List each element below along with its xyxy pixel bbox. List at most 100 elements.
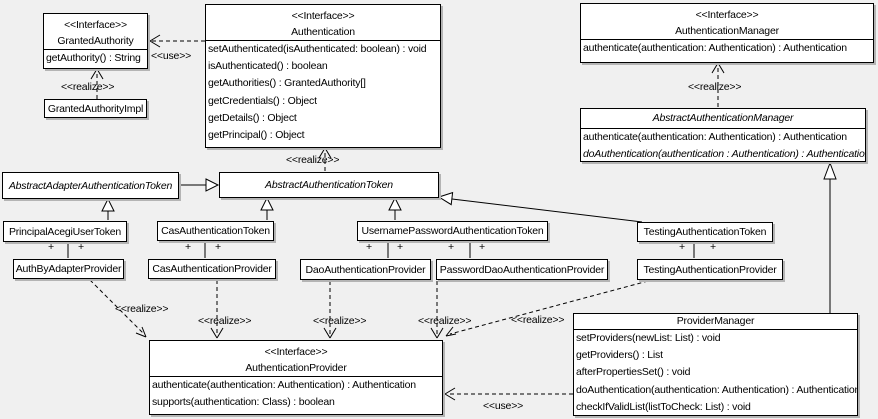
method: getCredentials() : Object [208,94,317,107]
class-abstract-authentication-manager[interactable]: AbstractAuthenticationManager authentica… [580,108,866,162]
edge-gen-principaltoken-abstractadapter [101,197,115,220]
stereotype-label: <<Interface>> [695,9,759,21]
method: setProviders(newList: List) : void [576,332,721,344]
association-end-plus: + [48,241,54,253]
edge-gen-abstractadapter-abstracttoken [179,178,220,192]
class-header: <<Interface>> Authentication [206,5,440,40]
method: getAuthorities() : GrantedAuthority[] [208,77,366,90]
edge-gen-castoken-abstracttoken [260,196,274,220]
edge-realize-abstractauthenticationmanager-authenticationmanager [711,62,725,107]
edge-label-realize: <<realize>> [313,315,367,327]
class-name: GrantedAuthority [57,35,134,47]
edge-label-realize: <<realize>> [61,81,115,93]
edge-label-use: <<use>> [483,400,524,412]
edge-label-realize: <<realize>> [418,315,472,327]
edge-label-realize: <<realize>> [688,81,742,93]
edge-label-realize: <<realize>> [511,314,565,326]
class-authentication[interactable]: <<Interface>> Authentication setAuthenti… [205,4,441,148]
class-name: AuthenticationManager [675,25,779,37]
association-end-plus: + [185,241,191,253]
methods-compartment: authenticate(authentication: Authenticat… [150,376,442,411]
class-principal-acegi-user-token[interactable]: PrincipalAcegiUserToken [3,221,127,242]
edge-gen-providermanager-abstractauthenticationmanager [823,161,837,313]
method: getDetails() : Object [208,111,297,124]
stereotype-label: <<Interface>> [64,19,127,31]
method: afterPropertiesSet() : void [576,366,691,379]
edge-realize-authbyadapter-authenticationprovider [89,279,147,338]
method: supports(authentication: Class) : boolea… [152,396,335,409]
edge-realize-daoprovider-authenticationprovider [323,281,337,339]
methods-compartment: getAuthority() : String [44,49,147,67]
stereotype-label: <<Interface>> [291,10,355,22]
method: isAuthenticated() : boolean [208,60,328,73]
edge-label-realize: <<realize>> [115,303,169,315]
class-name: DaoAuthenticationProvider [305,263,426,276]
class-header: <<Interface>> AuthenticationProvider [150,341,442,376]
class-granted-authority-impl[interactable]: GrantedAuthorityImpl [44,99,147,118]
association-end-plus: + [679,241,685,253]
class-abstract-authentication-token[interactable]: AbstractAuthenticationToken [219,172,439,198]
association-end-plus: + [710,241,716,253]
class-username-password-authentication-token[interactable]: UsernamePasswordAuthenticationToken [357,221,548,241]
method: doAuthentication(authentication: Authent… [576,383,857,396]
class-name: AbstractAdapterAuthenticationToken [8,179,173,192]
class-name: AbstractAuthenticationToken [265,179,393,191]
association-end-plus: + [215,241,221,253]
class-auth-by-adapter-provider[interactable]: AuthByAdapterProvider [13,259,124,279]
method: authenticate(authentication: Authenticat… [583,42,847,54]
methods-compartment: authenticate(authentication: Authenticat… [581,39,873,57]
class-password-dao-authentication-provider[interactable]: PasswordDaoAuthenticationProvider [436,259,608,280]
edge-realize-testingprovider-authenticationprovider [445,280,649,337]
class-granted-authority[interactable]: <<Interface>> GrantedAuthority getAuthor… [43,13,148,69]
edge-realize-grantedauthorityimpl-grantedauthority [90,68,104,99]
class-name: AuthenticationProvider [245,362,347,374]
methods-compartment: setProviders(newList: List) : void getPr… [574,329,857,415]
method: getAuthority() : String [46,52,141,64]
method-abstract: doAuthentication(authentication : Authen… [583,147,865,160]
method: setAuthenticated(isAuthenticated: boolea… [208,43,427,55]
edge-realize-casprovider-authenticationprovider [210,280,224,339]
class-name: TestingAuthenticationProvider [643,263,777,276]
edge-realize-abstractauthenticationtoken-authentication [318,147,332,171]
class-testing-authentication-provider[interactable]: TestingAuthenticationProvider [637,259,783,280]
class-name: AbstractAuthenticationManager [652,112,794,124]
class-name: GrantedAuthorityImpl [47,102,144,115]
method: getPrincipal() : Object [208,129,305,142]
class-provider-manager[interactable]: ProviderManager setProviders(newList: Li… [573,313,858,416]
edge-use-authentication-grantedauthority [149,34,205,48]
class-name: PrincipalAcegiUserToken [8,225,122,238]
edge-realize-passworddaoprovider-authenticationprovider [430,281,444,339]
method: authenticate(authentication: Authenticat… [583,131,847,143]
class-abstract-adapter-authentication-token[interactable]: AbstractAdapterAuthenticationToken [2,172,179,199]
class-authentication-manager[interactable]: <<Interface>> AuthenticationManager auth… [580,3,874,63]
class-name: CasAuthenticationToken [161,225,270,237]
edge-gen-uptoken-abstracttoken [388,196,402,220]
class-cas-authentication-provider[interactable]: CasAuthenticationProvider [148,259,276,279]
class-header: <<Interface>> AuthenticationManager [581,4,873,39]
class-cas-authentication-token[interactable]: CasAuthenticationToken [157,221,274,241]
class-dao-authentication-provider[interactable]: DaoAuthenticationProvider [300,259,431,280]
association-end-plus: + [78,241,84,253]
methods-compartment: authenticate(authentication: Authenticat… [581,128,865,161]
class-name: AuthByAdapterProvider [15,263,122,275]
class-name: PasswordDaoAuthenticationProvider [439,263,605,276]
edge-assoc-token-provider-lines [67,241,695,258]
class-name: ProviderManager [676,315,755,327]
association-end-plus: + [366,241,372,253]
class-header: <<Interface>> GrantedAuthority [44,14,147,49]
method: checkIfValidList(listToCheck: List) : vo… [576,400,751,413]
class-name: Authentication [291,26,355,38]
edge-label-realize: <<realize>> [286,154,340,166]
method: getProviders() : List [576,349,663,362]
edge-use-providermanager-authenticationprovider [444,387,573,401]
association-end-plus: + [448,241,454,253]
class-name: TestingAuthenticationToken [643,226,767,238]
association-end-plus: + [397,241,403,253]
class-testing-authentication-token[interactable]: TestingAuthenticationToken [637,222,773,242]
methods-compartment: setAuthenticated(isAuthenticated: boolea… [206,40,440,144]
edge-gen-testingtoken-abstracttoken [437,191,643,223]
class-authentication-provider[interactable]: <<Interface>> AuthenticationProvider aut… [149,340,443,415]
method: authenticate(authentication: Authenticat… [152,379,416,391]
